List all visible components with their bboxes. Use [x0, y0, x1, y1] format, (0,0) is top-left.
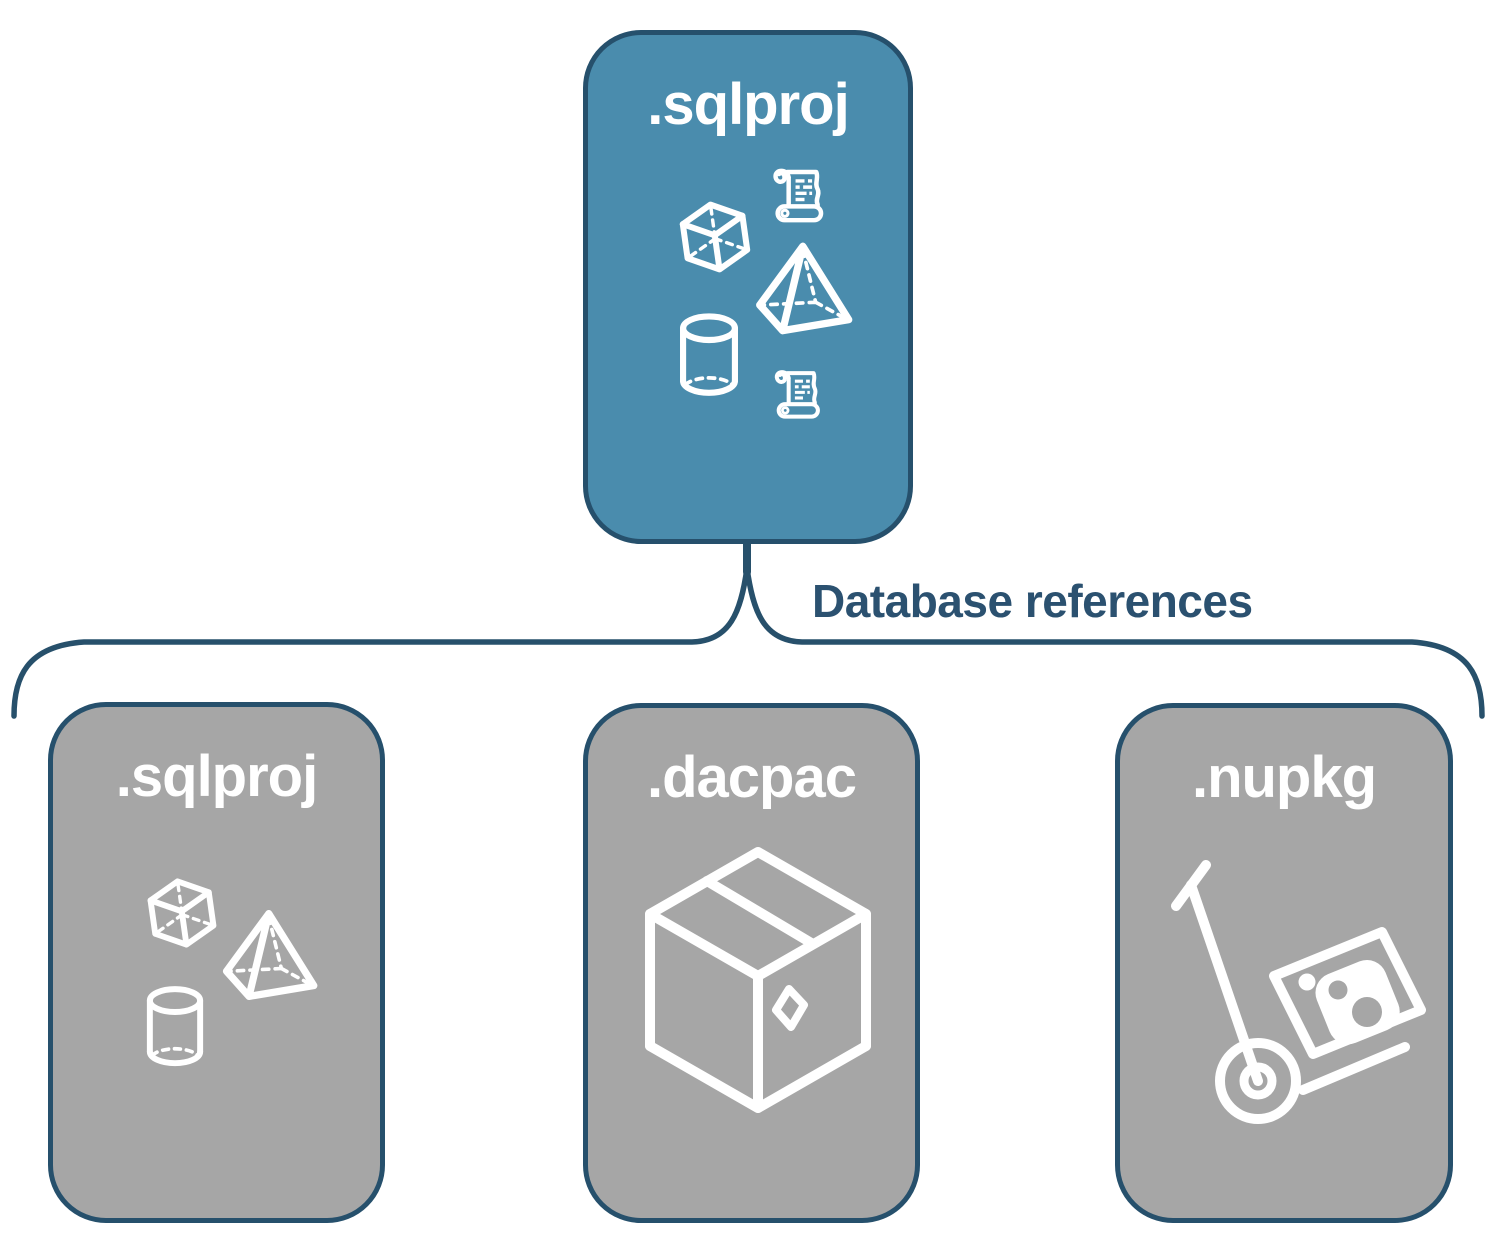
package-box-icon	[638, 840, 878, 1125]
child-node-dacpac: .dacpac	[583, 703, 920, 1223]
nuget-hand-truck-icon	[1168, 858, 1430, 1130]
pyramid-icon	[213, 903, 321, 1007]
script-scroll-icon	[768, 163, 830, 225]
child-node-sqlproj: .sqlproj	[48, 702, 385, 1223]
child-node-label: .nupkg	[1191, 745, 1377, 810]
root-node-label: .sqlproj	[647, 72, 849, 137]
root-node-sqlproj: .sqlproj	[583, 30, 913, 544]
cylinder-icon	[143, 985, 207, 1071]
pyramid-icon	[746, 239, 856, 338]
script-scroll-icon	[770, 365, 826, 421]
edge-label-database-references: Database references	[812, 575, 1253, 627]
child-node-label: .dacpac	[647, 745, 857, 810]
child-node-label: .sqlproj	[115, 744, 318, 809]
child-node-nupkg: .nupkg	[1115, 703, 1453, 1223]
cylinder-icon	[676, 313, 742, 400]
